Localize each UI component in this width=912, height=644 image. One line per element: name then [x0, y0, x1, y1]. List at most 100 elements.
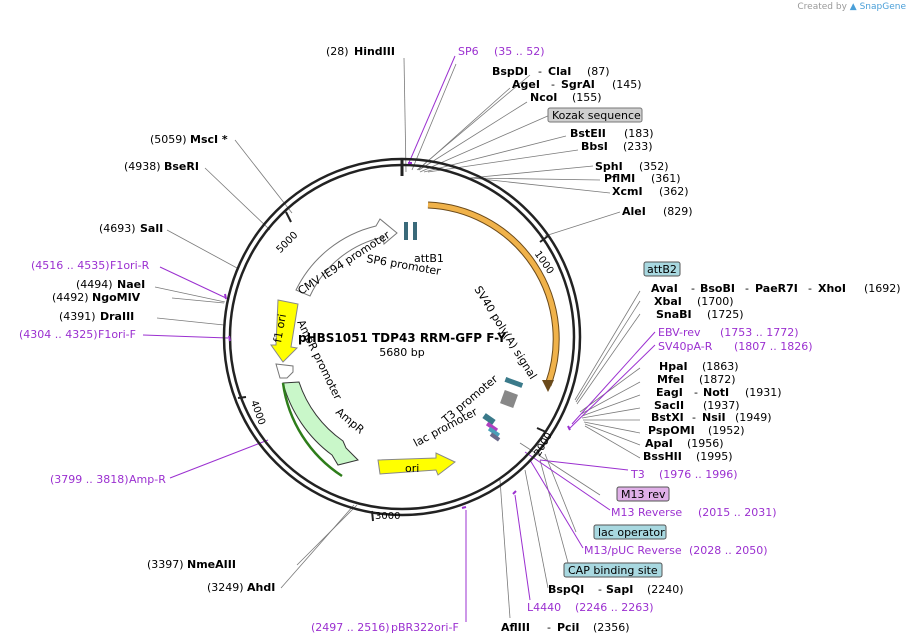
xcmi-num: (362): [659, 185, 689, 198]
nsii-label[interactable]: NsiI: [702, 411, 726, 424]
l4440-label[interactable]: L4440: [527, 601, 561, 614]
agei-num: (145): [612, 78, 642, 91]
sp6-primer-range: (35 .. 52): [494, 45, 545, 58]
bseri-label[interactable]: BseRI: [164, 160, 199, 173]
tick-label-4000: 4000: [248, 399, 267, 427]
credit-prefix: Created by: [797, 2, 847, 12]
cap-box[interactable]: [563, 562, 663, 578]
lac-operator-box[interactable]: [593, 524, 667, 540]
bspdi-label[interactable]: BspDI: [492, 65, 528, 78]
f1orir-label[interactable]: F1ori-R: [110, 259, 150, 272]
sacii-num: (1937): [703, 399, 740, 412]
ampr-outline: [281, 382, 343, 478]
svg-text:-: -: [808, 282, 812, 295]
snabi-num: (1725): [707, 308, 744, 321]
bsteii-label[interactable]: BstEII: [570, 127, 606, 140]
sacii-label[interactable]: SacII: [654, 399, 684, 412]
pcii-label[interactable]: PciI: [557, 621, 579, 634]
agei-label[interactable]: AgeI: [512, 78, 540, 91]
bspdi-num: (87): [587, 65, 610, 78]
noti-label[interactable]: NotI: [703, 386, 729, 399]
nmeaiii-label[interactable]: NmeAIII: [187, 558, 236, 571]
primer-marks: [224, 162, 571, 509]
bbsi-label[interactable]: BbsI: [581, 140, 608, 153]
sapi-label[interactable]: SapI: [606, 583, 633, 596]
ahdi-label[interactable]: AhdI: [247, 581, 275, 594]
sphi-label[interactable]: SphI: [595, 160, 623, 173]
left-labels: (5059) MscI * (4938) BseRI (4693) SalI (…: [19, 133, 228, 486]
ngomiv-label[interactable]: NgoMIV: [92, 291, 141, 304]
xbai-num: (1700): [697, 295, 734, 308]
m13rev-box[interactable]: [616, 486, 670, 502]
bspqi-label[interactable]: BspQI: [548, 583, 584, 596]
bspqi-num: (2240): [647, 583, 684, 596]
m13-block: [485, 421, 499, 433]
svg-text:-: -: [692, 411, 696, 424]
mfei-label[interactable]: MfeI: [657, 373, 684, 386]
snabi-label[interactable]: SnaBI: [656, 308, 692, 321]
eagi-num: (1931): [745, 386, 782, 399]
m13reverse-label[interactable]: M13 Reverse: [611, 506, 682, 519]
xbai-label[interactable]: XbaI: [654, 295, 682, 308]
f1orif-label[interactable]: F1ori-F: [98, 328, 136, 341]
mscI-label[interactable]: MscI *: [190, 133, 228, 146]
ahdi-num: (3249): [207, 581, 244, 594]
ebv-range: (1753 .. 1772): [720, 326, 799, 339]
sp6-primer-label[interactable]: SP6: [458, 45, 479, 58]
pflmi-num: (361): [651, 172, 681, 185]
alei-label[interactable]: AleI: [622, 205, 646, 218]
apai-label[interactable]: ApaI: [645, 437, 673, 450]
f1-ori-arrow: [270, 299, 299, 363]
afliii-label[interactable]: AflIII: [501, 621, 530, 634]
naei-label[interactable]: NaeI: [117, 278, 145, 291]
tick-2000: [536, 427, 547, 433]
avai-num: (1692): [864, 282, 901, 295]
ampr-primer-label[interactable]: Amp-R: [129, 473, 166, 486]
hpai-num: (1863): [702, 360, 739, 373]
afliii-num: (2356): [593, 621, 630, 634]
tick-3000: [371, 510, 374, 522]
pbr322-label[interactable]: pBR322ori-F: [391, 621, 459, 634]
eagi-label[interactable]: EagI: [656, 386, 683, 399]
bsobi-label[interactable]: BsoBI: [700, 282, 735, 295]
attb2-block: [504, 377, 524, 388]
sv40pa-label[interactable]: SV40pA-R: [658, 340, 713, 353]
clai-label[interactable]: ClaI: [548, 65, 571, 78]
ebv-label[interactable]: EBV-rev: [658, 326, 701, 339]
top-labels: (28) HindIII SP6 (35 .. 52) BspDI - ClaI…: [326, 45, 693, 218]
sgrai-label[interactable]: SgrAI: [561, 78, 595, 91]
svg-text:-: -: [547, 621, 551, 634]
t3-primer-label[interactable]: T3: [630, 468, 645, 481]
tick-label-3000: 3000: [375, 511, 400, 522]
attb2-box[interactable]: [643, 261, 681, 277]
snapgene-credit: Created by ▲ SnapGene: [797, 2, 906, 12]
lac-operator-label: lac operator: [598, 526, 665, 539]
sv40pa-block: [500, 390, 518, 408]
hindiii-label[interactable]: HindIII: [354, 45, 395, 58]
kozak-label: Kozak sequence: [552, 109, 641, 122]
paer7i-label[interactable]: PaeR7I: [755, 282, 798, 295]
ori-label: ori: [405, 462, 419, 475]
cap-label: CAP binding site: [568, 564, 658, 577]
ampr-promoter-arrow: [275, 363, 294, 379]
t3-primer-range: (1976 .. 1996): [659, 468, 738, 481]
cmv-promoter-arrow: [295, 218, 398, 297]
tick-label-5000: 5000: [275, 230, 301, 256]
leader-lines: [154, 57, 641, 619]
pflmi-label[interactable]: PflMI: [604, 172, 635, 185]
xcmi-label[interactable]: XcmI: [612, 185, 643, 198]
avai-label[interactable]: AvaI: [651, 282, 678, 295]
kozak-box[interactable]: [547, 107, 643, 123]
hpai-label[interactable]: HpaI: [659, 360, 688, 373]
sali-label[interactable]: SalI: [140, 222, 163, 235]
ncoi-label[interactable]: NcoI: [530, 91, 557, 104]
bstxi-label[interactable]: BstXI: [651, 411, 684, 424]
sv40-arc-fill: [427, 202, 559, 386]
draiii-label[interactable]: DraIII: [100, 310, 134, 323]
pspomi-label[interactable]: PspOMI: [648, 424, 695, 437]
xhoi-label[interactable]: XhoI: [818, 282, 846, 295]
m13puc-label[interactable]: M13/pUC Reverse: [584, 544, 682, 557]
ori-arrow: [377, 452, 456, 476]
bsshii-label[interactable]: BssHII: [643, 450, 682, 463]
